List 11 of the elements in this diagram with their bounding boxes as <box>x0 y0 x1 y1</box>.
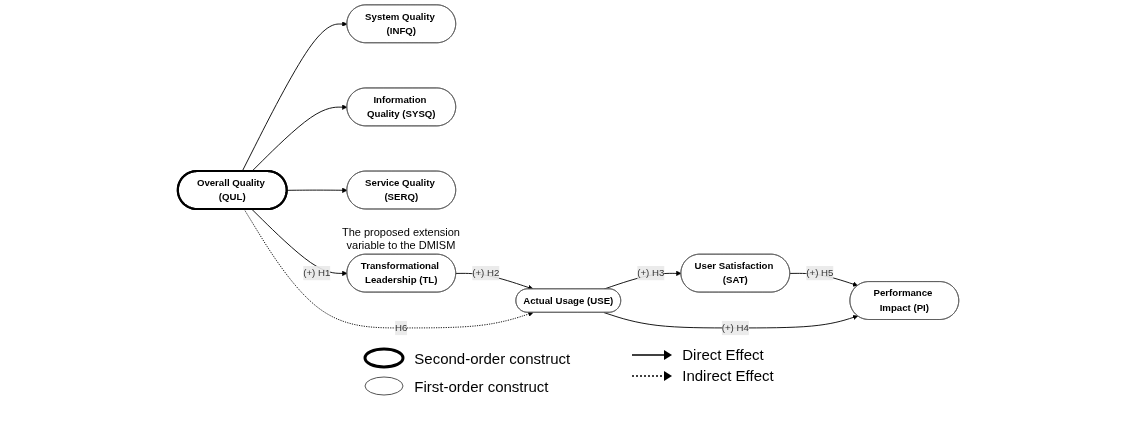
edge-label: (+) H4 <box>721 322 749 333</box>
edge-label: (+) H3 <box>636 267 665 278</box>
legend-text: Second-order construct <box>414 349 571 367</box>
edge-label: (+) H2 <box>471 267 499 278</box>
edge-label: (+) H1 <box>302 267 330 278</box>
edge-label: (+) H5 <box>806 267 834 278</box>
legend-text: Indirect Effect <box>682 367 774 384</box>
edge-label: H6 <box>394 322 408 333</box>
legend-text: Direct Effect <box>682 346 764 363</box>
annotation-text: The proposed extension variable to the DMISM <box>340 226 461 253</box>
legend-text: First-order construct <box>414 377 549 395</box>
